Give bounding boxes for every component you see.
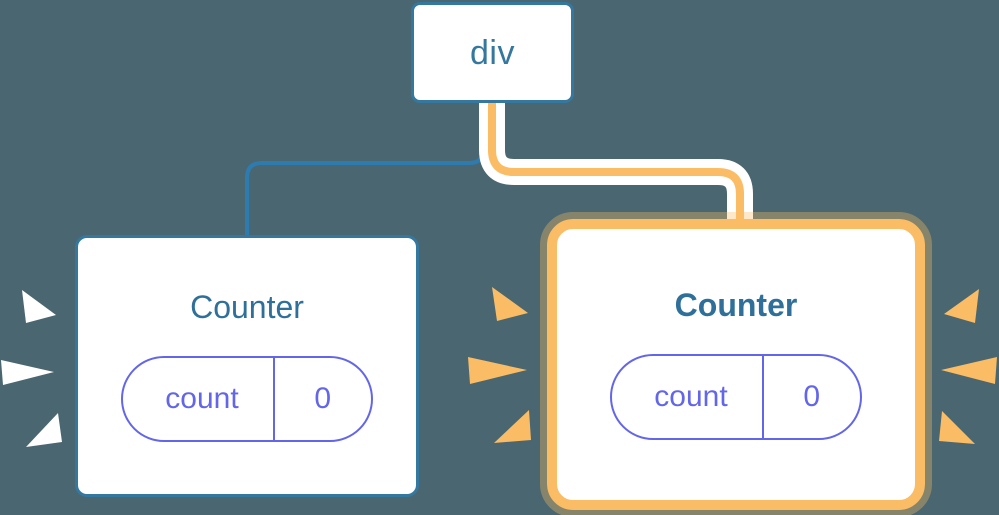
counter-left-state-key: count <box>165 381 239 415</box>
counter-right-state-key: count <box>654 380 728 413</box>
counter-right-title: Counter <box>674 287 798 323</box>
edge-div-to-counter-left <box>245 101 486 237</box>
counter-left-state-value: 0 <box>272 357 371 440</box>
edge-div-to-counter-right <box>488 103 744 232</box>
burst-mid <box>468 287 531 443</box>
burst-left-outer <box>1 290 62 447</box>
node-div[interactable]: div <box>411 2 574 103</box>
counter-left-state-pill[interactable]: count 0 <box>121 355 373 442</box>
node-counter-right[interactable]: Counter count 0 <box>540 212 932 515</box>
node-counter-left[interactable]: Counter count 0 <box>75 235 419 497</box>
edge-div-to-counter-right-halo <box>479 103 753 232</box>
counter-right-state-pill[interactable]: count 0 <box>610 354 862 440</box>
counter-left-title: Counter <box>190 288 304 325</box>
node-div-label: div <box>470 33 515 72</box>
burst-right <box>939 289 997 444</box>
counter-right-state-value: 0 <box>761 356 860 438</box>
